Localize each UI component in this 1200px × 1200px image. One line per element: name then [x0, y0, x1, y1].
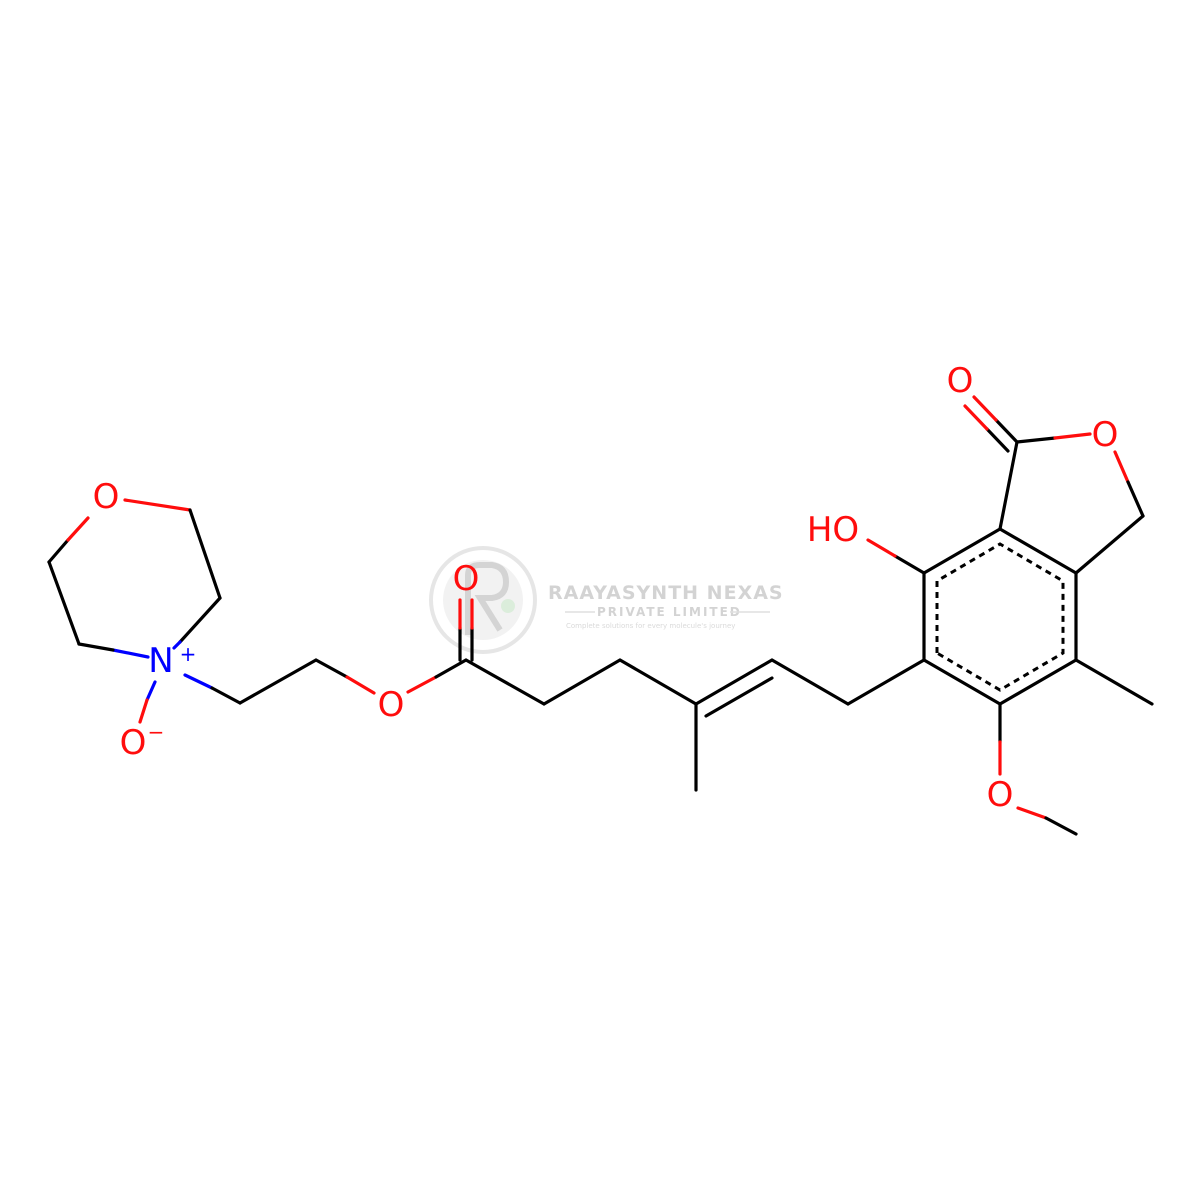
- bond: [1074, 658, 1154, 706]
- bond: [464, 658, 546, 706]
- morpholine-ring: [47, 498, 222, 659]
- watermark-logo-leaf-icon: [501, 599, 515, 613]
- aromatic-ring-dashes: [935, 542, 1065, 692]
- bond: [345, 675, 376, 695]
- charge-minus: −: [148, 720, 165, 744]
- bond: [998, 658, 1078, 706]
- bond: [210, 686, 242, 705]
- bond: [922, 527, 1002, 575]
- bond: [770, 658, 850, 706]
- bond: [985, 427, 1010, 453]
- bond: [238, 658, 318, 705]
- bond: [1015, 436, 1057, 444]
- bond: [172, 640, 182, 650]
- atom-label-o-lactone-carbonyl: O: [947, 361, 974, 401]
- bond: [111, 648, 150, 659]
- bond: [314, 658, 349, 679]
- bond: [994, 418, 1019, 444]
- bond: [846, 658, 926, 706]
- watermark-logo-r-icon: [465, 562, 510, 635]
- bond: [434, 658, 468, 679]
- bond: [1044, 816, 1078, 836]
- bond: [998, 527, 1078, 575]
- bond: [123, 498, 192, 512]
- bond: [1074, 514, 1145, 575]
- bond: [694, 658, 774, 706]
- atom-label-hydroxyl: HO: [807, 510, 859, 550]
- bond: [406, 675, 438, 694]
- watermark-tagline: Complete solutions for every molecule's …: [566, 622, 735, 630]
- bond: [145, 680, 157, 702]
- atom-label-o-noxide: O: [120, 723, 147, 763]
- atom-label-o-methoxy: O: [987, 775, 1014, 815]
- bond: [138, 698, 149, 724]
- bond: [972, 395, 998, 422]
- bond: [47, 560, 81, 646]
- bond: [618, 658, 698, 706]
- atom-label-o-carbonyl: O: [453, 559, 480, 599]
- atom-label-o-morpholine: O: [93, 477, 120, 517]
- watermark-logo-ring: [429, 546, 537, 654]
- bond: [1113, 450, 1130, 484]
- benzene-ring: [922, 527, 1078, 706]
- bond: [893, 554, 926, 575]
- bond: [1053, 432, 1092, 440]
- watermark-company: RAAYASYNTH NEXAS: [548, 582, 784, 604]
- bond: [998, 440, 1019, 531]
- bond: [922, 658, 1002, 706]
- bond: [77, 642, 115, 652]
- bond: [1016, 806, 1048, 820]
- charge-plus: +: [180, 642, 197, 666]
- bond: [188, 508, 222, 600]
- atom-label-n-morpholine: N: [148, 641, 173, 681]
- bond: [47, 538, 70, 564]
- bond: [178, 596, 222, 644]
- bond: [866, 538, 897, 558]
- bond: [704, 676, 774, 718]
- atom-label-o-ester: O: [378, 685, 405, 725]
- bond: [183, 673, 214, 690]
- bond: [1126, 480, 1145, 518]
- watermark: RAAYASYNTH NEXAS PRIVATE LIMITED Complet…: [429, 546, 784, 654]
- bond: [66, 516, 90, 542]
- bond: [542, 658, 622, 706]
- atom-label-o-lactone-ring: O: [1092, 415, 1119, 455]
- watermark-subtitle: PRIVATE LIMITED: [597, 605, 742, 619]
- bond: [963, 404, 989, 431]
